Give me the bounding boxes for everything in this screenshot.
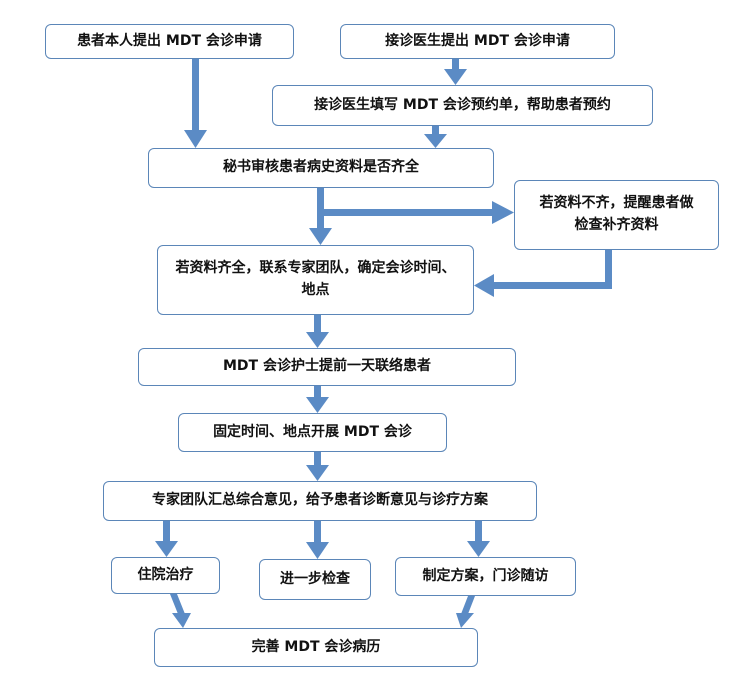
further-exam-box: 进一步检查 xyxy=(259,559,371,600)
arrow-patient-to-secretary xyxy=(184,58,207,148)
arrow-doctor-apply-to-fill xyxy=(444,58,467,85)
arrow-plan-to-record xyxy=(456,596,475,628)
secretary-review-box: 秘书审核患者病史资料是否齐全 xyxy=(148,148,494,188)
arrow-hospitalize-to-record xyxy=(170,594,191,628)
hospitalize-box: 住院治疗 xyxy=(111,557,220,594)
incomplete-remind-box: 若资料不齐，提醒患者做检查补齐资料 xyxy=(514,180,719,250)
arrow-meeting-to-summary xyxy=(306,452,329,481)
doctor-apply-box: 接诊医生提出 MDT 会诊申请 xyxy=(340,24,615,59)
arrow-complete-to-nurse xyxy=(306,315,329,348)
nurse-contact-box: MDT 会诊护士提前一天联络患者 xyxy=(138,348,516,386)
complete-contact-box: 若资料齐全，联系专家团队，确定会诊时间、地点 xyxy=(157,245,474,315)
arrow-summary-to-exam xyxy=(306,521,329,559)
arrow-nurse-to-meeting xyxy=(306,386,329,413)
arrow-secretary-to-incomplete xyxy=(324,201,514,224)
arrow-fill-to-secretary xyxy=(424,125,447,148)
arrow-secretary-to-complete xyxy=(309,188,332,245)
doctor-fill-box: 接诊医生填写 MDT 会诊预约单，帮助患者预约 xyxy=(272,85,653,126)
arrow-summary-to-plan xyxy=(467,521,490,557)
complete-record-box: 完善 MDT 会诊病历 xyxy=(154,628,478,667)
arrow-incomplete-to-complete xyxy=(474,250,612,297)
team-summary-box: 专家团队汇总综合意见，给予患者诊断意见与诊疗方案 xyxy=(103,481,537,521)
arrow-summary-to-hospitalize xyxy=(155,521,178,557)
plan-followup-box: 制定方案，门诊随访 xyxy=(395,557,576,596)
fixed-meeting-box: 固定时间、地点开展 MDT 会诊 xyxy=(178,413,447,452)
patient-apply-box: 患者本人提出 MDT 会诊申请 xyxy=(45,24,294,59)
